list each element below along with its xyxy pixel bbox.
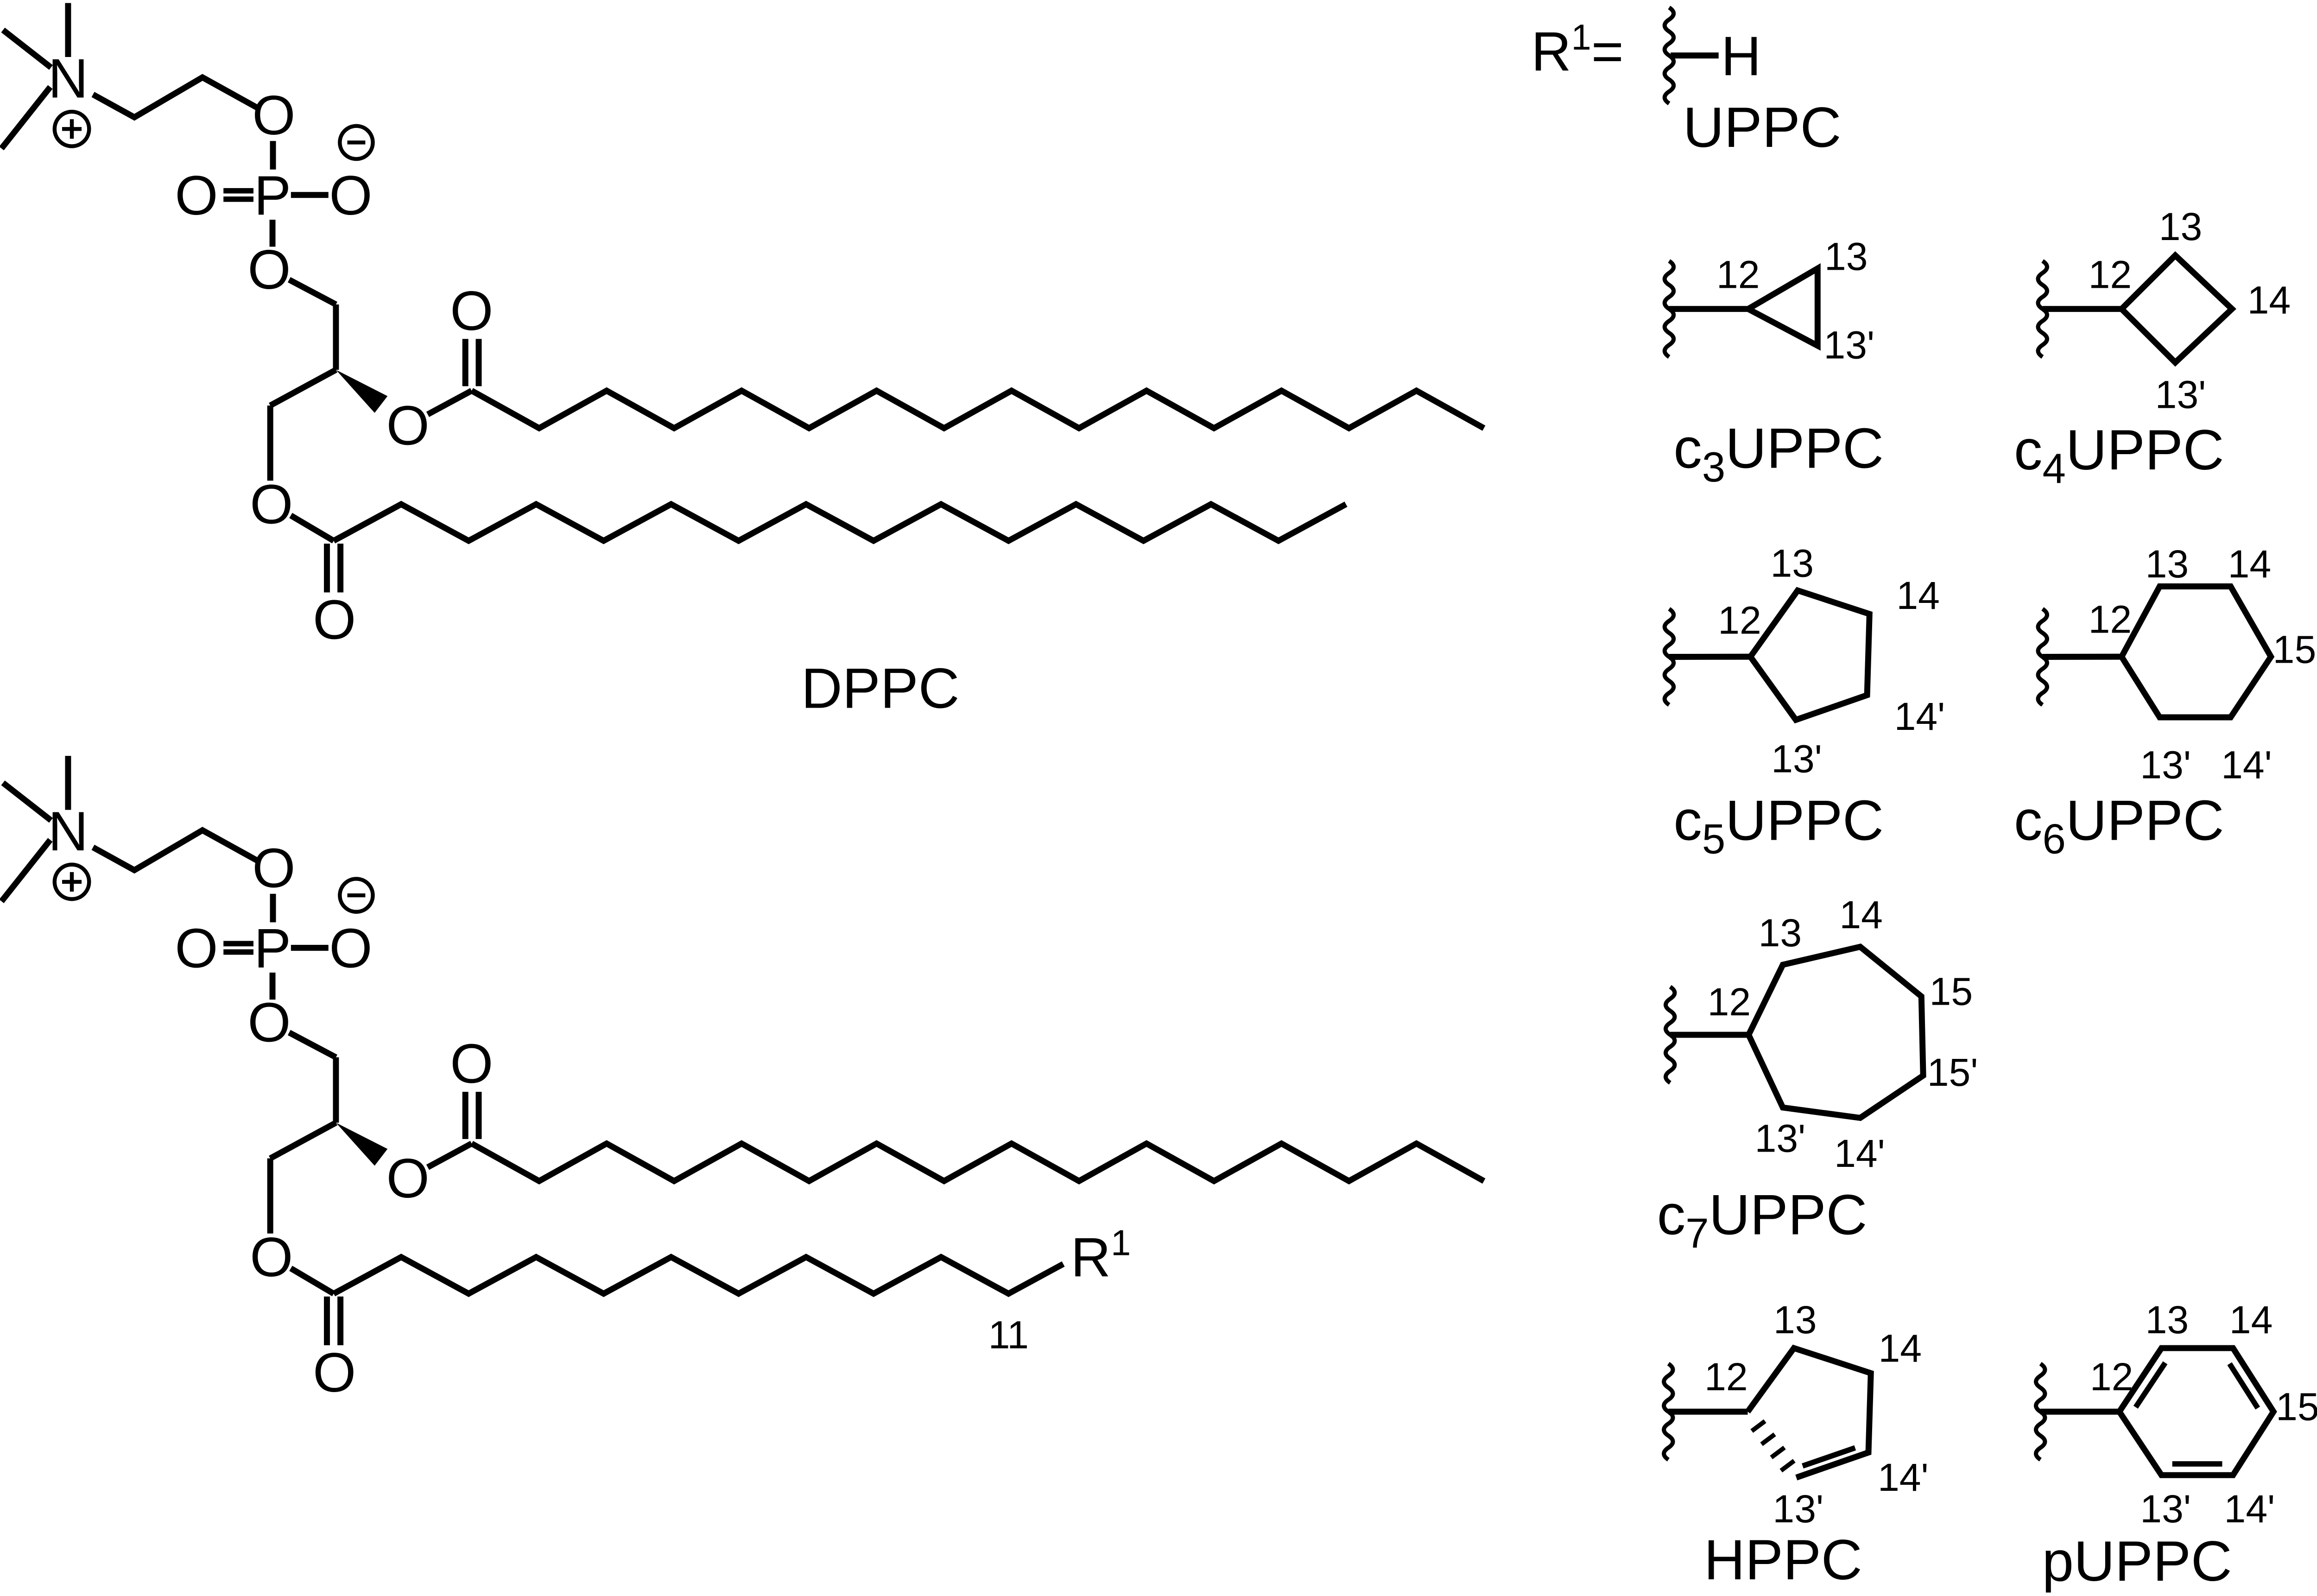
c4uppc-group: 12 13 14 13' c4UPPC [2014, 205, 2291, 492]
ring-number-14: 14 [2247, 278, 2291, 322]
dppc-sn1-acyl-chain [332, 500, 1348, 545]
puppc-group: 12 13 14 15 13' 14' pUPPC [2034, 1298, 2317, 1593]
name-suffix: UPPC [2066, 789, 2224, 852]
aromatic-inner-line-1 [2133, 1361, 2168, 1409]
ring-number-15prime: 15' [1927, 1051, 1978, 1094]
puppc-name-label: pUPPC [2042, 1530, 2232, 1593]
ring-number-12: 12 [1718, 598, 1761, 642]
ring-number-13prime: 13' [2140, 743, 2191, 787]
name-prefix: c [1657, 1183, 1685, 1247]
attachment-squiggle [1662, 6, 1676, 106]
ring-number-13: 13 [1773, 1298, 1817, 1342]
ring-number-13: 13 [1759, 911, 1802, 955]
ring-number-13: 13 [2146, 542, 2189, 586]
r-symbol: R [1531, 21, 1571, 82]
ring-number-13: 13 [1824, 235, 1868, 279]
cyclopropane-ring [1742, 263, 1821, 351]
hashed-bond-stroke-3 [1770, 1445, 1786, 1459]
ring-number-14: 14 [2229, 1298, 2273, 1342]
name-suffix: UPPC [1709, 1183, 1868, 1247]
c5uppc-name-label: c5UPPC [1673, 789, 1884, 862]
c7uppc-name-label: c7UPPC [1657, 1183, 1868, 1257]
ring-number-12: 12 [2089, 598, 2132, 641]
c4uppc-name-label: c4UPPC [2014, 418, 2224, 492]
name-prefix: c [1673, 789, 1702, 852]
cyclopentene-ring-bonds [1745, 1344, 1874, 1481]
name-suffix: UPPC [1725, 417, 1884, 481]
alkene-inner-double-line [1802, 1445, 1856, 1469]
name-prefix: c [2014, 418, 2042, 482]
ring-number-12: 12 [1704, 1355, 1748, 1399]
name-prefix: c [1673, 417, 1702, 481]
ring-number-13: 13 [2146, 1298, 2189, 1342]
uppc-sn1-acyl-chain [332, 1254, 1065, 1297]
ring-number-14prime: 14' [2221, 743, 2272, 787]
dppc-name-label: DPPC [801, 657, 960, 721]
ring-number-14: 14 [1839, 893, 1883, 937]
c11-position-label: 11 [988, 1313, 1029, 1356]
ring-number-13prime: 13' [2140, 1487, 2191, 1531]
ring-number-14: 14 [2228, 542, 2272, 586]
ring-number-13: 13 [2159, 205, 2203, 248]
r-superscript: 1 [1571, 18, 1591, 57]
c5uppc-group: 12 13 14 14' 13' c5UPPC [1662, 542, 1945, 862]
ring-number-12: 12 [2090, 1355, 2133, 1399]
dppc-head-group [1, 3, 1484, 651]
c7uppc-group: 12 13 14 15 15' 14' 13' c7UPPC [1657, 893, 1978, 1257]
ring-number-14prime: 14' [2224, 1487, 2275, 1531]
ring-number-15: 15 [2273, 627, 2317, 671]
ring-number-14: 14 [1879, 1327, 1922, 1370]
hashed-bond-stroke-4 [1779, 1459, 1796, 1473]
c3uppc-name-label: c3UPPC [1673, 417, 1884, 491]
name-prefix: c [2014, 789, 2042, 852]
r1-equals-label: R1= [1531, 18, 1624, 82]
hashed-bond-stroke-2 [1760, 1432, 1776, 1446]
aromatic-inner-line-2 [2227, 1362, 2260, 1410]
ring-number-15: 15 [1930, 969, 1973, 1013]
r-symbol: R [1071, 1227, 1111, 1288]
uppc-name-label: UPPC [1683, 96, 1842, 159]
name-suffix: UPPC [2066, 418, 2224, 482]
r1-definition-uppc: R1= H UPPC [1531, 6, 1842, 159]
name-subscript: 3 [1702, 444, 1725, 491]
name-subscript: 5 [1702, 816, 1725, 862]
cycloheptane-ring [1745, 944, 1926, 1121]
name-subscript: 7 [1685, 1210, 1709, 1257]
uppc-head-group [1, 756, 1484, 1404]
ring-number-13prime: 13' [2155, 373, 2206, 416]
ring-number-13prime: 13' [1771, 737, 1822, 781]
c6uppc-name-label: c6UPPC [2014, 789, 2224, 862]
name-subscript: 6 [2043, 816, 2066, 862]
hydrogen-atom-label: H [1721, 25, 1761, 87]
ring-number-13prime: 13' [1773, 1487, 1823, 1531]
ring-number-14prime: 14' [1834, 1132, 1885, 1175]
cyclobutane-ring [2117, 251, 2236, 367]
ring-number-12: 12 [1716, 253, 1760, 296]
ring-number-13prime: 13' [1755, 1116, 1806, 1160]
r-superscript: 1 [1111, 1223, 1131, 1263]
ring-number-14prime: 14' [1878, 1456, 1929, 1499]
hppc-name-label: HPPC [1704, 1528, 1862, 1592]
c6uppc-group: 12 13 14 15 13' 14' c6UPPC [2014, 542, 2316, 862]
dppc-structure: DPPC [1, 3, 1484, 721]
ring-number-14: 14 [1896, 574, 1940, 617]
uppc-scaffold-structure: 11 R1 [1, 756, 1484, 1404]
ring-number-15: 15 [2276, 1385, 2317, 1429]
ring-number-13prime: 13' [1823, 323, 1874, 367]
r1-substituent-label: R1 [1071, 1223, 1131, 1288]
ring-number-13: 13 [1771, 542, 1814, 585]
ring-number-12: 12 [1708, 980, 1751, 1024]
hashed-bond-stroke-1 [1750, 1419, 1766, 1433]
c3uppc-group: 12 13 13' c3UPPC [1662, 235, 1884, 491]
cyclohexane-ring [2118, 583, 2275, 721]
ring-number-12: 12 [2089, 253, 2132, 296]
hppc-group: 12 13 14 14' 13' HPPC [1662, 1298, 1929, 1592]
name-subscript: 4 [2043, 445, 2066, 492]
benzene-ring [2115, 1345, 2277, 1478]
name-suffix: UPPC [1725, 789, 1884, 852]
equals-sign: = [1591, 21, 1624, 82]
ring-number-14prime: 14' [1894, 695, 1945, 738]
cyclopentane-ring [1747, 587, 1873, 724]
